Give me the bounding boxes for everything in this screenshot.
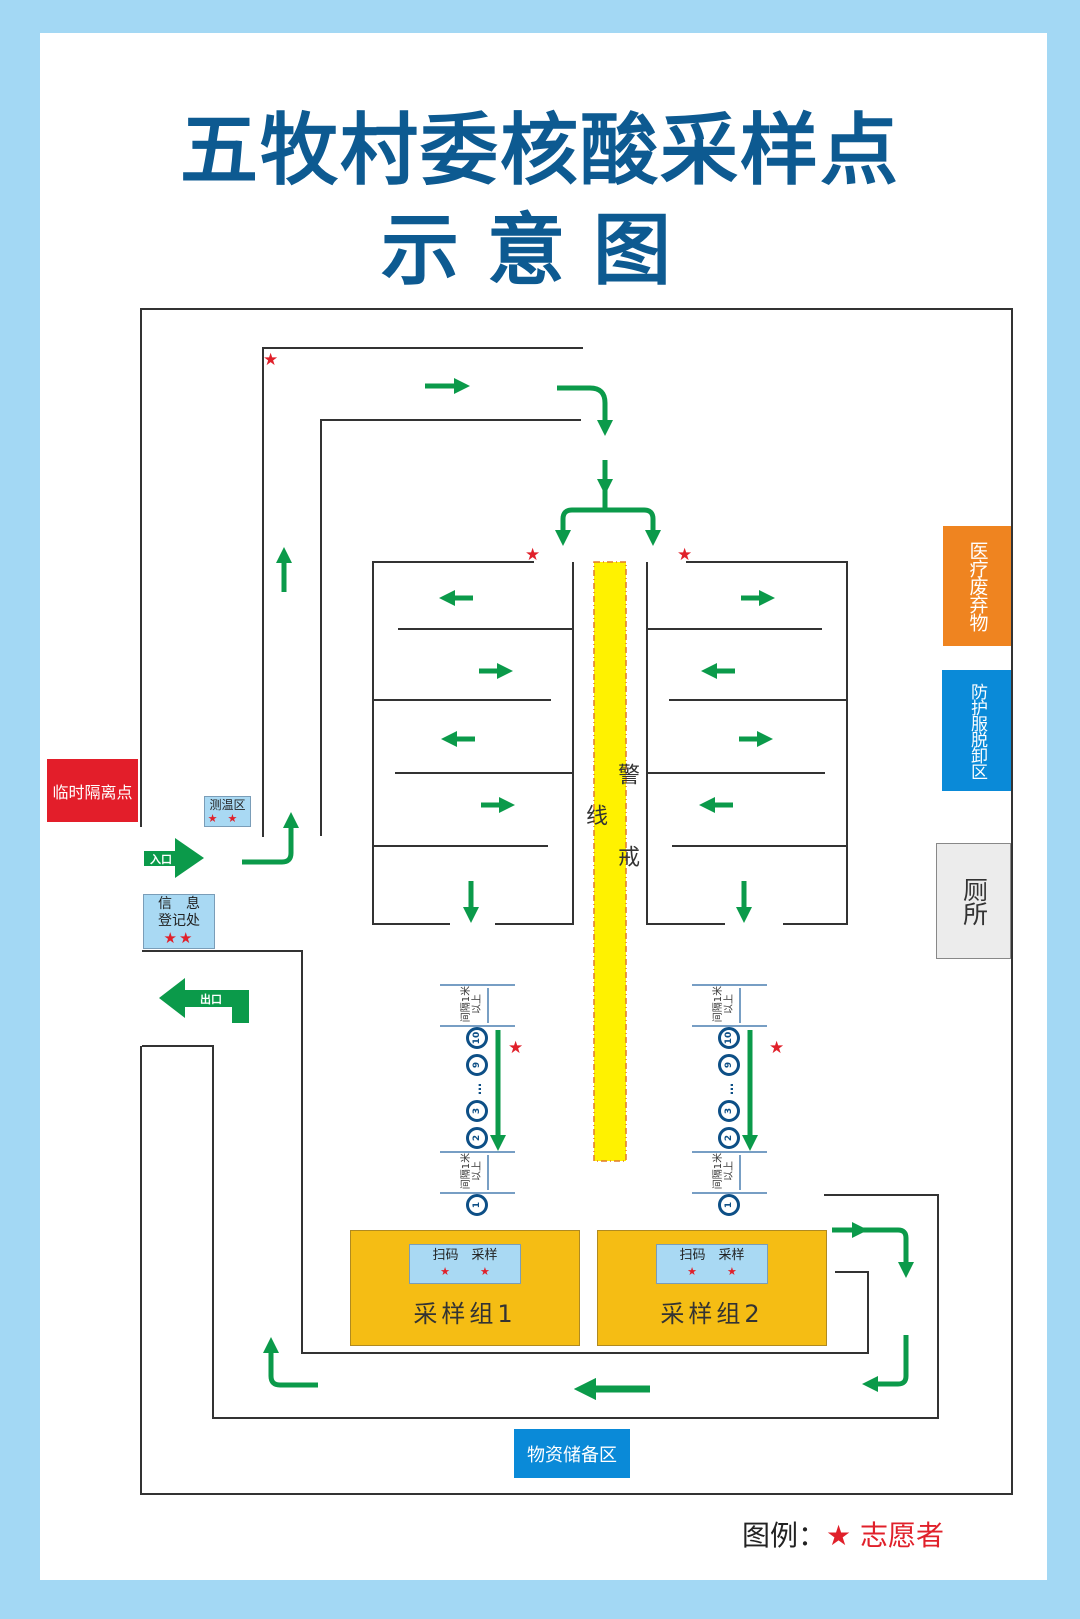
volunteer-star-icon: ★ [826,1519,852,1552]
volunteer-star-icon: ★ [263,350,279,370]
temperature-check-area: 测温区 ★★ [204,796,251,827]
queue-position-marker: 1 [466,1194,488,1216]
walls [140,308,1013,1495]
queue-position-marker: 10 [718,1027,740,1049]
supply-storage-area: 物资储备区 [514,1429,630,1478]
sampling-group-1: 扫码 采样 ★★ 采样组1 [350,1230,580,1346]
scan-sample-station: 扫码 采样 ★★ [409,1243,521,1284]
entrance-arrow [144,838,204,878]
queue-position-marker: 2 [466,1127,488,1149]
warning-line-strip [593,561,627,1162]
queue-ellipsis: … [470,1083,484,1095]
station-label: 扫码 采样 [679,1247,745,1263]
queue-position-marker: 2 [718,1127,740,1149]
volunteer-star-icon: ★ [508,1038,524,1058]
ppe-removal-area: 防护服脱卸区 [942,670,1011,791]
queue-gap-label: 间隔1米以上 [713,1152,735,1190]
toilet: 厕所 [936,843,1011,959]
sampling-group-2: 扫码 采样 ★★ 采样组2 [597,1230,827,1346]
arrow-split-left [554,485,608,547]
registration-label-2: 登记处 [158,913,200,929]
left-maze-wall [372,561,534,925]
queue-position-marker: 9 [466,1054,488,1076]
queue-position-marker: 10 [466,1027,488,1049]
volunteer-star-icon: ★ [525,545,541,565]
sampling-group-label: 采样组1 [413,1299,517,1328]
exit-label: 出口 [200,992,222,1006]
temperature-label: 测温区 [209,797,246,812]
volunteer-stars: ★★ [163,929,195,947]
arrow-split-right [605,507,662,547]
station-label: 扫码 采样 [432,1247,498,1263]
right-maze-left-wall [646,562,725,925]
left-maze-right-wall [495,562,574,925]
arrow-turn-down [557,385,614,437]
flow-arrows [242,377,915,1401]
queue-separators [440,984,767,1194]
legend-volunteer-label: 志愿者 [860,1519,945,1552]
volunteer-stars: ★★ [687,1264,767,1278]
legend: 图例：★ 志愿者 [742,1514,944,1554]
isolation-point: 临时隔离点 [47,759,138,822]
queue-position-marker: 3 [718,1100,740,1122]
queue-gap-label: 间隔1米以上 [461,985,483,1023]
volunteer-stars: ★★ [440,1264,520,1278]
volunteer-star-icon: ★ [769,1038,785,1058]
volunteer-star-icon: ★ [677,545,693,565]
inner-exit-wall [142,950,869,1354]
registration-desk: 信 息 登记处 ★★ [143,894,215,949]
scan-sample-station: 扫码 采样 ★★ [656,1243,768,1284]
corridor-wall-inner [320,419,581,836]
medical-waste-area: 医疗废弃物 [943,526,1011,646]
entrance-label: 入口 [150,852,172,866]
queue-gap-label: 间隔1米以上 [461,1152,483,1190]
registration-label-1: 信 息 [158,896,200,912]
warning-line-label: 警戒线 [582,763,639,927]
page-title: 五牧村委核酸采样点 [179,106,900,196]
legend-prefix: 图例： [742,1519,827,1552]
queue-gap-label: 间隔1米以上 [713,985,735,1023]
right-maze-wall [686,561,848,925]
queue-position-marker: 3 [466,1100,488,1122]
queue-position-marker: 9 [718,1054,740,1076]
corridor-wall-outer [262,347,583,837]
exit-arrow [159,978,249,1023]
volunteer-stars: ★★ [207,811,248,825]
outer-wall [140,308,1013,1495]
page-subtitle: 示意图 [380,206,699,296]
arrow-entrance-turn [242,811,300,865]
sampling-group-label: 采样组2 [660,1299,764,1328]
queue-position-marker: 1 [718,1194,740,1216]
queue-ellipsis: … [722,1083,736,1095]
outer-exit-wall [142,1045,939,1419]
